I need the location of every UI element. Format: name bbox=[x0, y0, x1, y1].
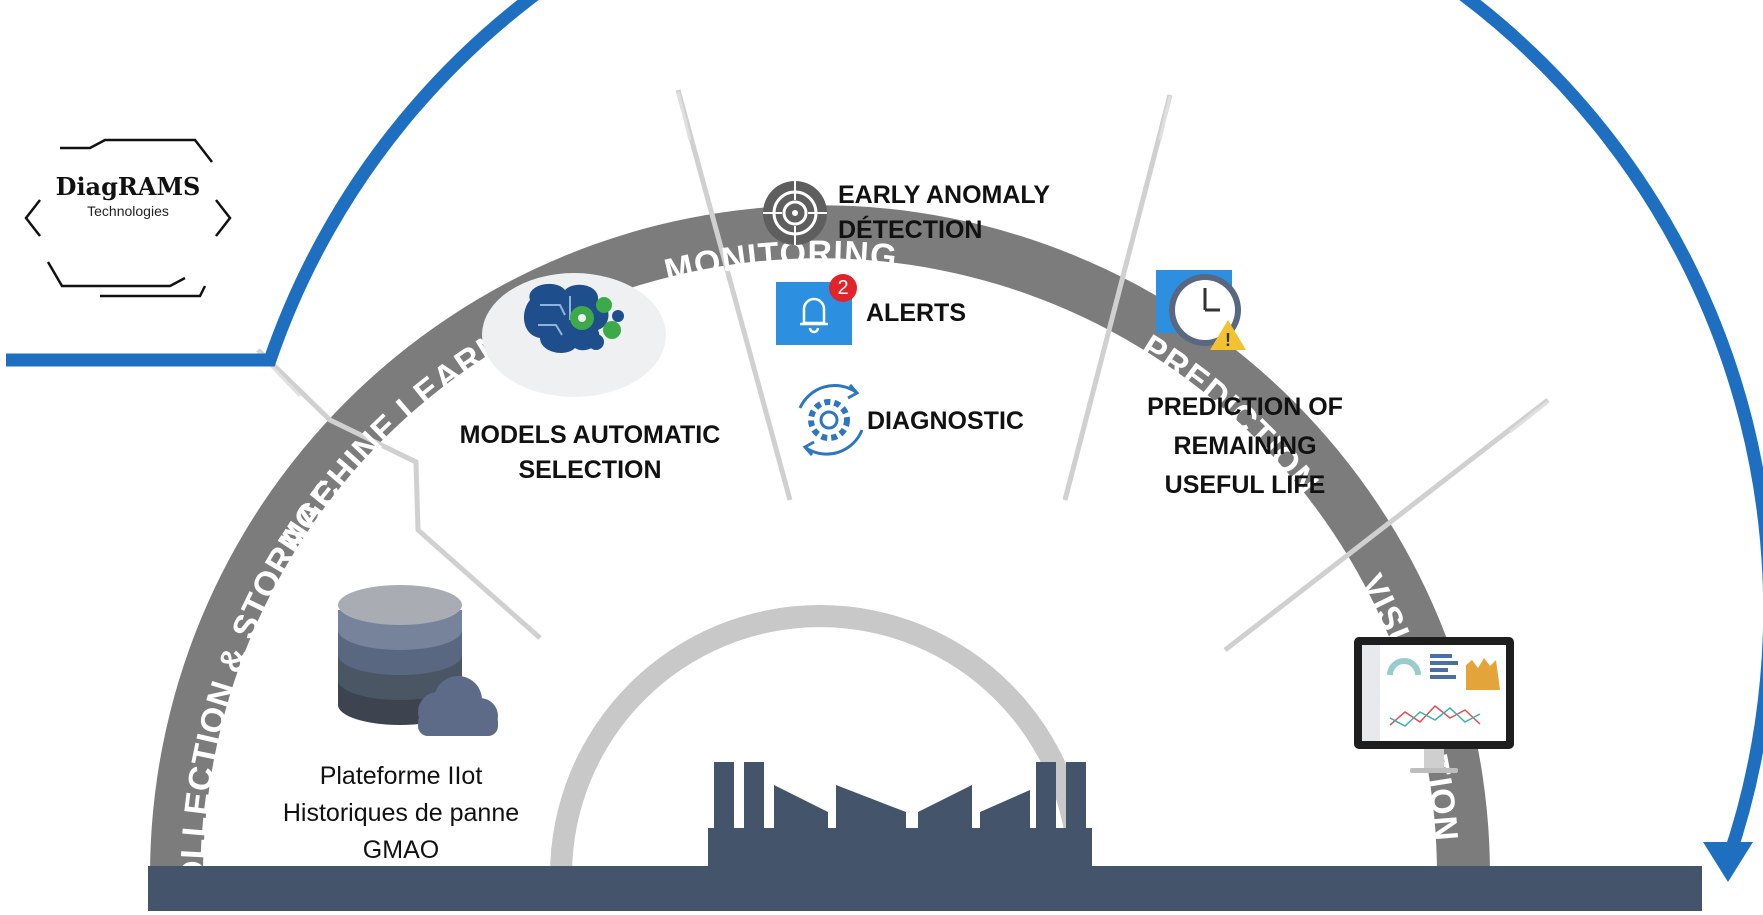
alert-badge-count: 2 bbox=[837, 277, 849, 299]
collection-text: Plateforme IIot Historiques de panne GMA… bbox=[246, 758, 556, 869]
ml-line: MODELS AUTOMATIC bbox=[459, 421, 721, 449]
bell-alert-icon bbox=[776, 274, 857, 345]
collection-line: Historiques de panne bbox=[282, 799, 520, 827]
ml-text: MODELS AUTOMATIC SELECTION bbox=[440, 418, 740, 488]
anomaly-label: EARLY ANOMALY DÉTECTION bbox=[838, 178, 1078, 248]
prediction-line: USEFUL LIFE bbox=[1164, 471, 1326, 499]
alerts-label: ALERTS bbox=[866, 299, 966, 327]
section-dividers bbox=[256, 89, 1550, 652]
dashboard-monitor-icon bbox=[1354, 637, 1514, 773]
collection-line: GMAO bbox=[362, 836, 440, 864]
anomaly-line: DÉTECTION bbox=[838, 216, 983, 244]
prediction-line: PREDICTION OF bbox=[1147, 393, 1343, 421]
logo-subtitle: Technologies bbox=[87, 203, 169, 219]
prediction-text: PREDICTION OF REMAINING USEFUL LIFE bbox=[1110, 388, 1380, 505]
diagnostic-label: DIAGNOSTIC bbox=[867, 407, 1024, 435]
arrow-head-icon bbox=[1703, 842, 1753, 882]
svg-text:!: ! bbox=[1225, 330, 1231, 350]
collection-line: Plateforme IIot bbox=[319, 762, 483, 790]
ground-bar bbox=[148, 866, 1702, 911]
ml-line: SELECTION bbox=[518, 456, 662, 484]
prediction-line: REMAINING bbox=[1173, 432, 1317, 460]
brain-gears-icon bbox=[482, 273, 666, 397]
logo-hexagon-icon bbox=[24, 138, 232, 298]
clock-warning-icon: ! bbox=[1156, 270, 1246, 350]
cloud-icon bbox=[418, 676, 498, 736]
logo-title: DiagRAMS bbox=[55, 172, 201, 201]
gear-cycle-icon bbox=[798, 384, 864, 456]
process-arrow bbox=[6, 0, 1763, 863]
anomaly-line: EARLY ANOMALY bbox=[838, 181, 1051, 209]
factory-icon bbox=[708, 762, 1092, 868]
target-icon bbox=[763, 181, 827, 245]
